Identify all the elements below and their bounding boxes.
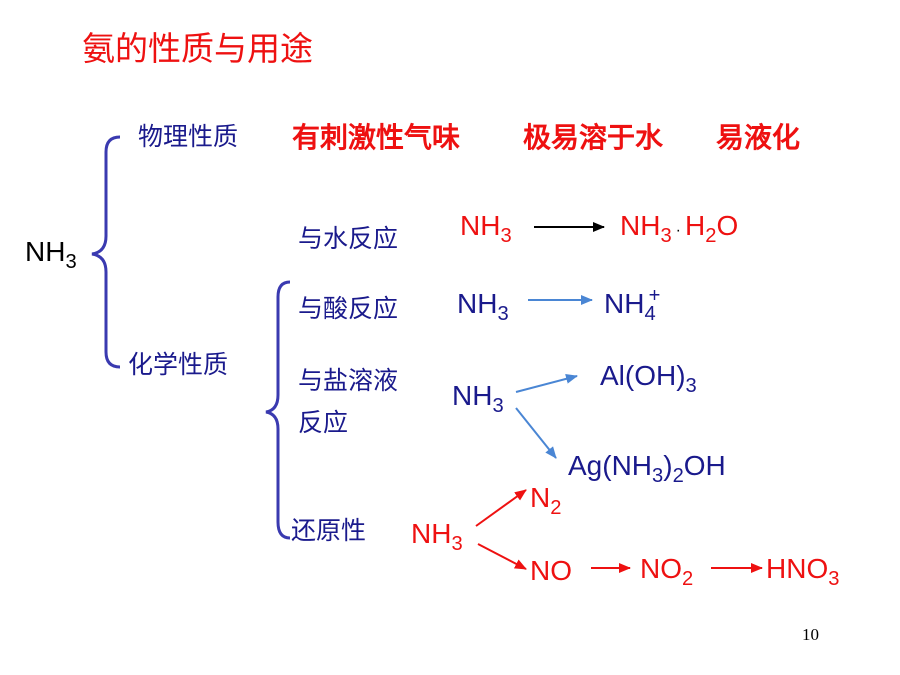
salt-reactant-sub: 3	[492, 395, 504, 418]
salt-product-2-end: OH	[683, 450, 726, 481]
water-reaction-label: 与水反应	[298, 224, 399, 253]
acid-reaction-label: 与酸反应	[298, 294, 399, 323]
physical-property-1: 有刺激性气味	[292, 121, 461, 154]
physical-label: 物理性质	[138, 122, 239, 151]
reduction-reactant: NH3	[411, 518, 463, 555]
page-title: 氨的性质与用途	[82, 29, 313, 68]
acid-reactant-sub: 3	[497, 303, 509, 326]
salt-product-2-sub: 3	[652, 465, 664, 488]
salt-product-1-base: Al(OH)	[600, 360, 686, 391]
salt-product-2-mid: )	[663, 450, 673, 481]
salt-reactant-base: NH	[452, 380, 493, 411]
reduction-product-hno3-base: HNO	[766, 553, 829, 584]
reduction-product-n2-base: N	[530, 482, 551, 513]
root-formula-base: NH	[25, 236, 66, 267]
page-number: 10	[802, 625, 819, 644]
reduction-label: 还原性	[291, 516, 367, 545]
water-product-dot: ·	[675, 222, 681, 239]
salt-arrow-up	[515, 373, 578, 393]
water-product: NH3·H2O	[620, 210, 739, 247]
salt-product-2-sub2: 2	[672, 465, 684, 488]
chemical-label: 化学性质	[128, 350, 229, 379]
reduction-arrow-no	[477, 543, 527, 570]
root-formula: NH3	[25, 236, 77, 273]
physical-property-3: 易液化	[716, 121, 801, 154]
physical-property-2: 极易溶于水	[523, 121, 664, 154]
water-reactant-base: NH	[460, 210, 501, 241]
salt-arrow-down	[515, 407, 557, 459]
reduction-product-no2-base: NO	[640, 553, 682, 584]
root-formula-sub: 3	[65, 251, 77, 274]
reduction-reactant-sub: 3	[451, 533, 463, 556]
reduction-product-no2-sub: 2	[682, 568, 694, 591]
salt-product-2: Ag(NH3)2OH	[568, 450, 726, 487]
acid-product-sup: +	[648, 284, 661, 307]
reduction-product-hno3: HNO3	[766, 553, 839, 590]
reduction-product-n2-sub: 2	[550, 497, 562, 520]
salt-product-1-sub: 3	[685, 375, 697, 398]
water-product-sub: 3	[660, 225, 672, 248]
reduction-arrow-n2	[475, 489, 527, 527]
water-reactant-sub: 3	[500, 225, 512, 248]
acid-reactant: NH3	[457, 288, 509, 325]
acid-reactant-base: NH	[457, 288, 498, 319]
water-product-tail-end: O	[716, 210, 739, 241]
acid-product: NH4+	[604, 286, 660, 324]
salt-reaction-label-line1: 与盐溶液	[298, 366, 399, 395]
water-product-base: NH	[620, 210, 661, 241]
reduction-product-no2: NO2	[640, 553, 693, 590]
reduction-product-hno3-sub: 3	[828, 568, 840, 591]
reduction-reactant-base: NH	[411, 518, 452, 549]
acid-product-base: NH	[604, 288, 645, 319]
salt-product-1: Al(OH)3	[600, 360, 697, 397]
chemical-brace	[265, 280, 291, 540]
salt-product-2-base: Ag(NH	[568, 450, 653, 481]
water-product-tail-sub: 2	[705, 225, 717, 248]
acid-product-sub: 4	[644, 303, 656, 326]
reduction-product-no: NO	[530, 555, 572, 586]
water-product-tail-base: H	[685, 210, 706, 241]
salt-reactant: NH3	[452, 380, 504, 417]
salt-reaction-label-line2: 反应	[298, 408, 349, 437]
reduction-product-n2: N2	[530, 482, 561, 519]
water-reactant: NH3	[460, 210, 512, 247]
main-brace	[91, 135, 121, 369]
